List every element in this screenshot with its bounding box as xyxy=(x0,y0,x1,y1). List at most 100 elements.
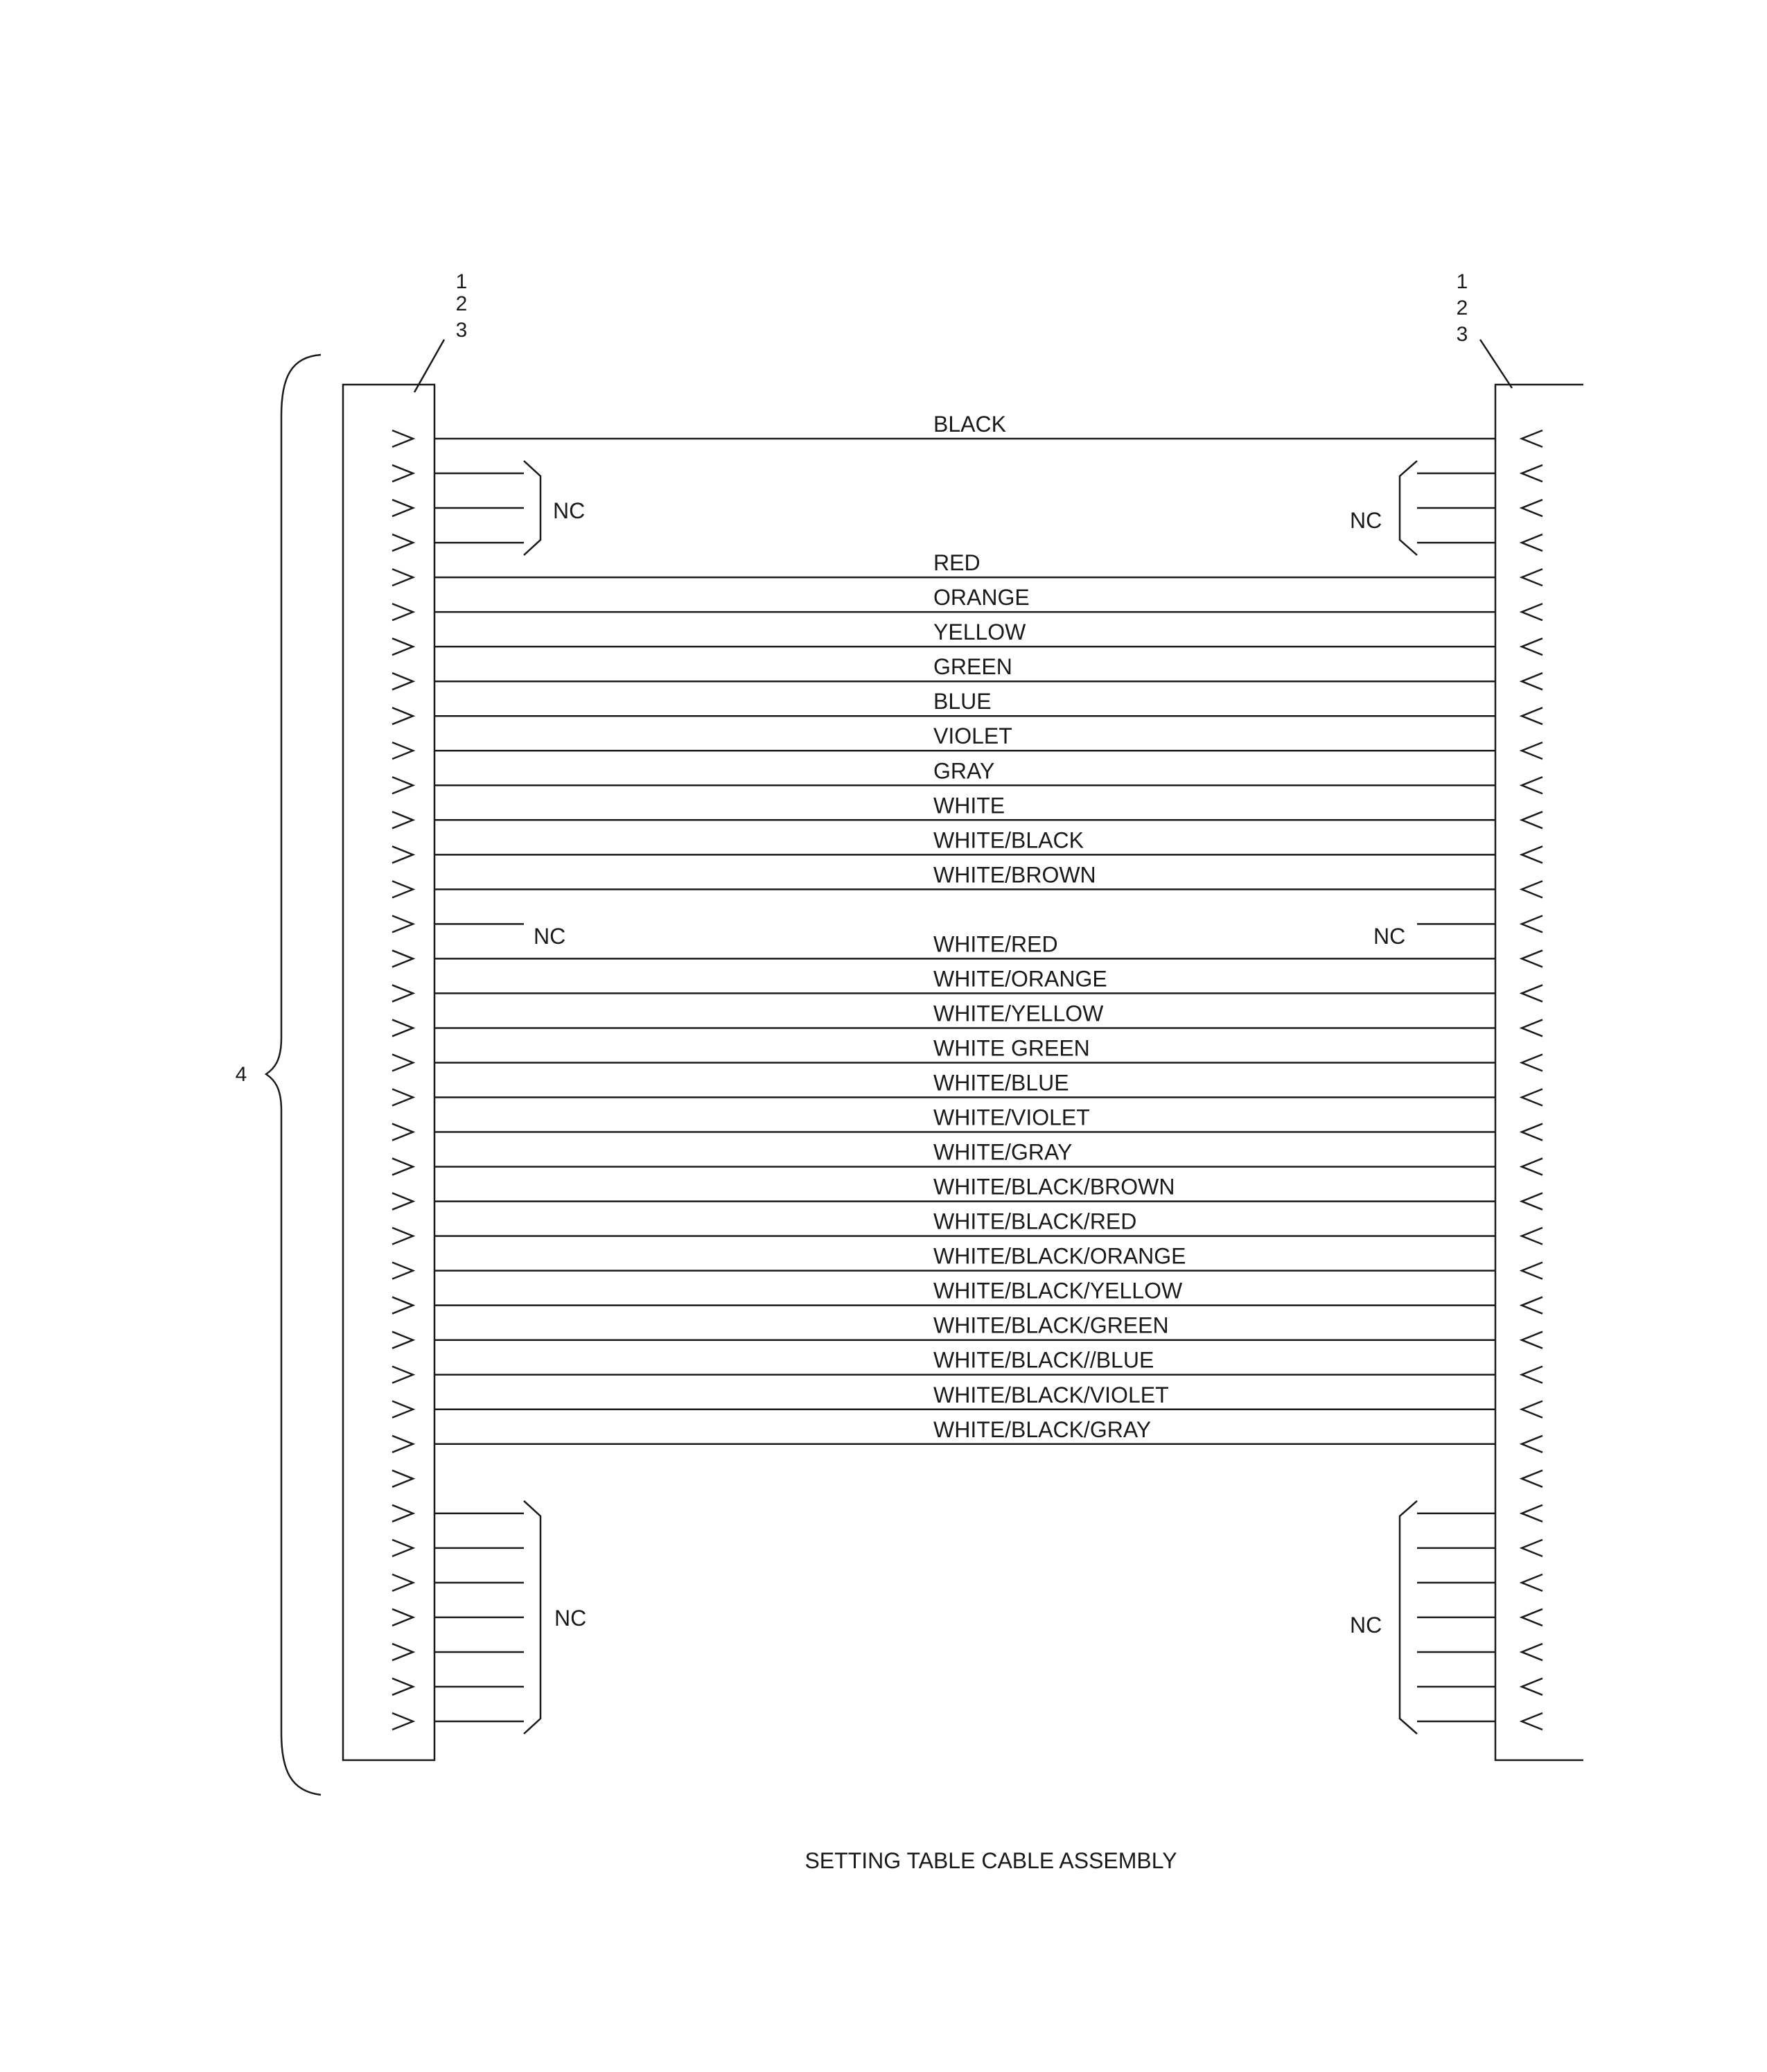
wire-label: WHITE/RED xyxy=(933,931,1058,956)
wire-label: WHITE/BLACK/YELLOW xyxy=(933,1279,1183,1303)
right-pin xyxy=(1519,638,1543,656)
right-pin xyxy=(1519,741,1543,760)
left-pin xyxy=(392,1053,416,1072)
left-pin xyxy=(392,1504,416,1523)
wire-label: ORANGE xyxy=(933,585,1030,610)
wire-label: WHITE/BLACK/BROWN xyxy=(933,1175,1175,1200)
right-pin xyxy=(1519,811,1543,829)
left-pin xyxy=(392,1227,416,1245)
wire-label: VIOLET xyxy=(933,723,1012,748)
wire-label: RED xyxy=(933,550,981,575)
left-nc-bracket xyxy=(523,460,542,556)
right-pin xyxy=(1519,1642,1543,1662)
assembly-callout-4: 4 xyxy=(236,1063,247,1086)
left-nc-bracket xyxy=(523,1500,542,1735)
wire-label: GRAY xyxy=(933,758,994,783)
wire-label: WHITE/BLACK/VIOLET xyxy=(933,1382,1169,1407)
right-pin xyxy=(1519,498,1543,518)
left-callout-2: 2 xyxy=(456,292,468,315)
left-nc-label: NC xyxy=(553,498,585,523)
right-pin xyxy=(1519,1192,1543,1211)
left-pin xyxy=(392,1088,416,1107)
wire-label: WHITE/BLUE xyxy=(933,1071,1069,1096)
right-pin xyxy=(1519,1157,1543,1176)
left-nc-label: NC xyxy=(534,924,565,949)
right-pin xyxy=(1519,1296,1543,1315)
wire-lines xyxy=(434,437,1495,1446)
right-pin xyxy=(1519,776,1543,795)
diagram-title: SETTING TABLE CABLE ASSEMBLY xyxy=(805,1848,1177,1873)
right-pin xyxy=(1519,1331,1543,1349)
left-pin xyxy=(392,464,416,483)
assembly-brace xyxy=(264,353,322,1796)
left-pin xyxy=(392,1400,416,1419)
wire-label: WHITE/BLACK/GRAY xyxy=(933,1417,1151,1442)
wire-label: BLUE xyxy=(933,689,992,714)
wire-label: WHITE/YELLOW xyxy=(933,1001,1104,1026)
right-connector-body xyxy=(1494,383,1583,1762)
wire-label: WHITE/BLACK//BLUE xyxy=(933,1348,1154,1373)
wire-label: WHITE/ORANGE xyxy=(933,966,1107,991)
right-pin xyxy=(1519,984,1543,1003)
left-pin xyxy=(392,1608,416,1627)
right-pin xyxy=(1519,1227,1543,1245)
left-pin xyxy=(392,602,416,622)
right-pin xyxy=(1519,1400,1543,1419)
left-nc-label: NC xyxy=(554,1606,586,1631)
left-pin xyxy=(392,1538,416,1558)
left-callout-leader xyxy=(413,339,446,393)
left-pin xyxy=(392,1677,416,1696)
right-callout-2: 2 xyxy=(1457,297,1468,319)
left-pin xyxy=(392,1296,416,1315)
right-pin xyxy=(1519,1608,1543,1627)
right-pin xyxy=(1519,568,1543,587)
wire-label: WHITE/BROWN xyxy=(933,862,1096,887)
left-pin xyxy=(392,1573,416,1592)
right-pin xyxy=(1519,845,1543,864)
left-pin xyxy=(392,672,416,691)
left-pin xyxy=(392,429,416,448)
right-callout-1: 1 xyxy=(1457,270,1468,293)
right-pin xyxy=(1519,1434,1543,1453)
left-pin xyxy=(392,533,416,552)
right-pin xyxy=(1519,602,1543,622)
left-pin xyxy=(392,1019,416,1037)
wire-label: GREEN xyxy=(933,654,1012,679)
left-pin xyxy=(392,1261,416,1280)
right-pin xyxy=(1519,1712,1543,1731)
left-connector-body xyxy=(342,383,436,1762)
left-pin xyxy=(392,1642,416,1662)
right-pin xyxy=(1519,915,1543,933)
wire-label: WHITE GREEN xyxy=(933,1035,1090,1060)
right-pin xyxy=(1519,1088,1543,1107)
right-pin xyxy=(1519,707,1543,726)
left-pin xyxy=(392,949,416,968)
left-pin xyxy=(392,776,416,795)
right-nc-label: NC xyxy=(1350,1613,1382,1638)
left-pin xyxy=(392,1123,416,1141)
left-callout-3: 3 xyxy=(456,319,468,342)
right-pin xyxy=(1519,429,1543,448)
right-pin xyxy=(1519,533,1543,552)
left-pin xyxy=(392,1469,416,1488)
right-pin xyxy=(1519,464,1543,483)
right-pin xyxy=(1519,1538,1543,1558)
right-pin xyxy=(1519,880,1543,899)
left-callout-1: 1 xyxy=(456,270,468,293)
right-pin xyxy=(1519,1019,1543,1037)
wire-label: WHITE/BLACK xyxy=(933,827,1084,852)
right-pin xyxy=(1519,1261,1543,1280)
right-callout-leader xyxy=(1479,339,1513,389)
right-nc-label: NC xyxy=(1350,508,1382,533)
wire-label: WHITE/VIOLET xyxy=(933,1105,1090,1130)
left-pin xyxy=(392,1157,416,1176)
left-pin xyxy=(392,568,416,587)
left-pin xyxy=(392,741,416,760)
right-pin xyxy=(1519,1677,1543,1696)
left-pin xyxy=(392,915,416,933)
left-pin xyxy=(392,1365,416,1384)
right-pin xyxy=(1519,1123,1543,1141)
left-pin xyxy=(392,1331,416,1349)
right-pin xyxy=(1519,1573,1543,1592)
